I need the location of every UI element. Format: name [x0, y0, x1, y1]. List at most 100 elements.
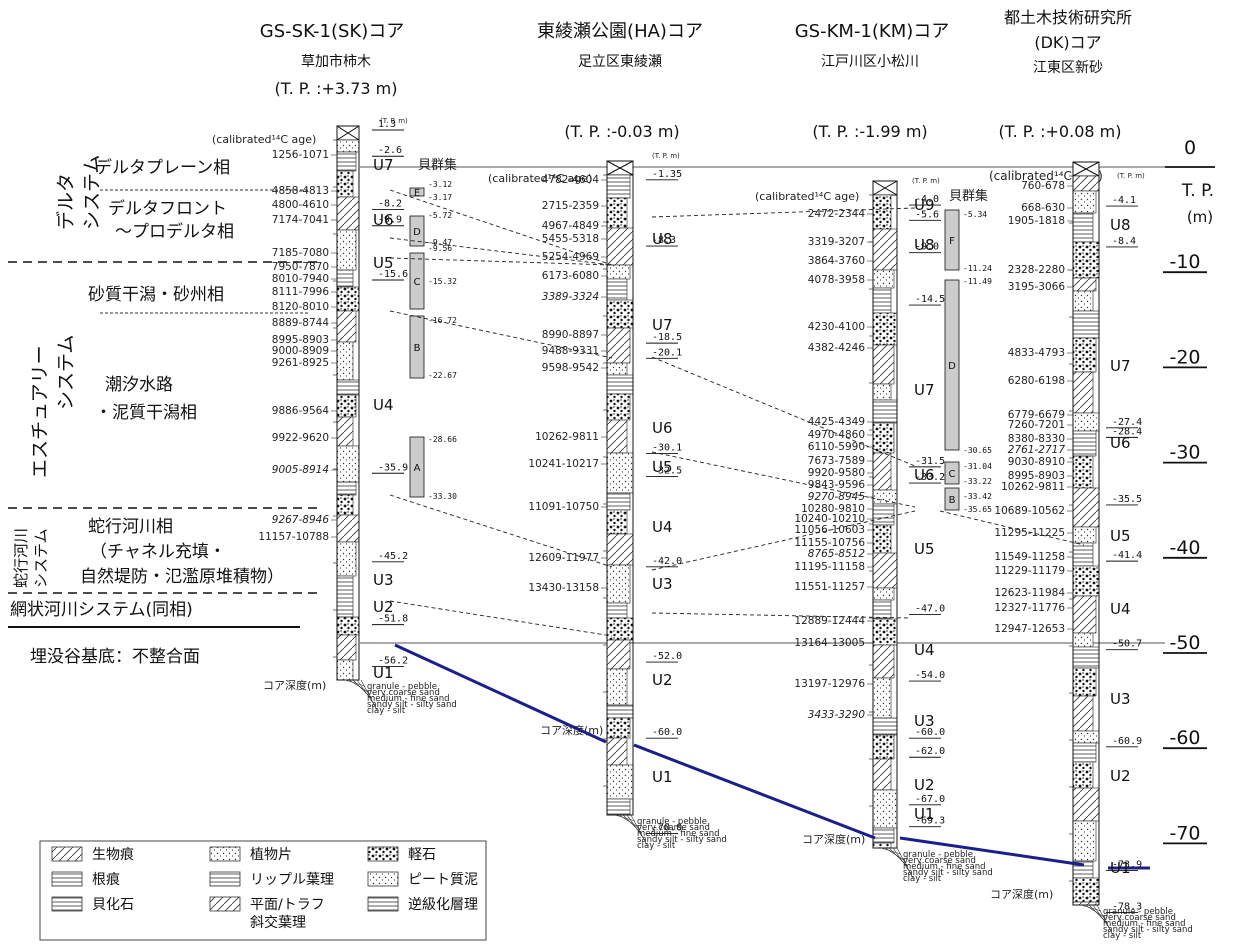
unit-label: U8 — [914, 236, 935, 254]
grain-scale-leader — [1084, 904, 1105, 918]
shell-fossil-icon — [51, 896, 83, 912]
age-label: 12889-12444 — [794, 615, 865, 627]
age-label: 668-630 — [1021, 202, 1065, 214]
core-layer — [1072, 175, 1100, 192]
core-layer — [606, 704, 634, 719]
core-layer — [336, 634, 357, 661]
core-layer — [606, 668, 628, 706]
age-label: 11551-11257 — [794, 581, 865, 593]
shell-band-value: -31.04 — [963, 462, 992, 471]
core-layer — [1072, 526, 1097, 544]
correlation-line — [651, 207, 916, 218]
system-estuary-2: システム — [55, 335, 77, 410]
facies-prodelta: ～プロデルタ相 — [115, 221, 234, 242]
core-layer — [606, 533, 634, 566]
core-outline — [1072, 161, 1100, 906]
age-headers: (calibrated¹⁴C age) (T. P. m) (calibrate… — [212, 117, 1145, 901]
shell-band-value: -30.65 — [963, 446, 992, 455]
boundary-value: -9.9 — [378, 215, 402, 226]
core-layer — [606, 264, 631, 280]
age-label: 7673-7589 — [808, 455, 865, 467]
unit-label: U5 — [914, 540, 935, 558]
inverse-grading-icon — [367, 896, 399, 912]
shell-band-label: B — [949, 495, 956, 506]
system-labels: デルタ システム エスチュアリー システム 蛇行河川 システム — [12, 155, 103, 588]
system-meander: 蛇行河川 — [12, 528, 30, 588]
age-label: 8889-8744 — [272, 317, 330, 329]
age-label: 6110-5990 — [808, 441, 865, 453]
tp-tick-label: -20 — [1169, 346, 1200, 368]
age-label: 9030-8910 — [1008, 456, 1065, 468]
core-layer — [1072, 212, 1094, 243]
age-label: 7185-7080 — [272, 247, 329, 259]
core-layer — [872, 827, 895, 844]
grain-scale-label: sandy silt - silty sand — [367, 700, 457, 710]
shell-band-label: C — [949, 469, 956, 480]
grain-scale-label: clay - silt — [367, 706, 406, 716]
core-km-title: GS-KM-1(KM)コア — [795, 21, 950, 42]
shell-band-value: -9.47 — [428, 238, 452, 247]
age-label: 8380-8330 — [1008, 433, 1065, 445]
age-label: 2761-2717 — [1008, 444, 1066, 456]
tp-tick-label: -30 — [1169, 442, 1200, 464]
shell-band-label: E — [414, 188, 420, 199]
core-layer — [872, 717, 898, 736]
age-label: 6779-6679 — [1008, 409, 1065, 421]
age-label: 9922-9620 — [272, 432, 329, 444]
unit-label: U2 — [1110, 767, 1131, 785]
boundary-value: -67.0 — [915, 794, 945, 805]
facies-levee: 自然堤防・氾濫原堆積物） — [80, 567, 284, 587]
grain-scale-leader — [888, 847, 908, 867]
core-km-tp: (T. P. :-1.99 m) — [812, 122, 927, 141]
grain-scale-label: clay - silt — [1103, 931, 1142, 941]
shell-band-label: D — [948, 361, 956, 372]
age-label: 4230-4100 — [808, 321, 865, 333]
boundary-value: -1.35 — [652, 169, 682, 180]
correlation-line — [939, 510, 1085, 546]
peaty-mud-icon — [367, 871, 399, 887]
boundary-value: -14.5 — [915, 294, 945, 305]
core-layer — [1072, 337, 1097, 373]
tp-tick-label: -60 — [1169, 727, 1200, 749]
core-layer — [872, 587, 895, 601]
core-layer — [606, 374, 634, 395]
shell-band-label: B — [414, 343, 421, 354]
legend: 生物痕植物片軽石根痕リップル葉理ピート質泥貝化石平面/トラフ斜交葉理逆級化層理 — [39, 840, 487, 941]
core-top-cross — [1072, 161, 1100, 177]
unit-label: U3 — [373, 571, 394, 589]
legend-label: ピート質泥 — [408, 872, 478, 888]
core-km-place: 江戸川区小松川 — [821, 54, 919, 70]
core-layer — [1072, 412, 1100, 432]
system-meander-2: システム — [32, 528, 50, 588]
core-layer — [1072, 595, 1097, 634]
core-layer — [606, 509, 628, 535]
age-label: 10262-9811 — [535, 431, 599, 443]
core-layer — [606, 299, 634, 329]
age-label: 5254-4969 — [542, 251, 599, 263]
core-layer — [606, 492, 631, 511]
boundary-value: -28.4 — [1112, 426, 1142, 437]
core-layer — [872, 789, 898, 829]
shell-band-label: D — [413, 227, 421, 238]
correlation-line — [651, 356, 916, 467]
age-label: 7260-7201 — [1008, 419, 1065, 431]
core-layer — [872, 618, 898, 646]
age-label: 8010-7940 — [272, 273, 329, 285]
core-layer — [872, 677, 892, 719]
core-layer — [1072, 877, 1100, 903]
core-layer — [336, 541, 357, 577]
age-label: 8995-8903 — [272, 334, 329, 346]
core-ha-tp: (T. P. :-0.03 m) — [564, 122, 679, 141]
unit-label: U7 — [373, 156, 394, 174]
ripple-lamination-icon — [209, 871, 241, 887]
age-label: 4078-3958 — [808, 274, 865, 286]
cross-lamination-icon — [209, 896, 241, 912]
km-tpm: (T. P. m) — [912, 177, 940, 185]
grain-scale-leader — [626, 814, 645, 840]
boundary-value: -31.5 — [915, 456, 945, 467]
legend-label: リップル葉理 — [250, 872, 334, 888]
burrow-icon — [51, 846, 83, 862]
unit-label: U2 — [373, 598, 394, 616]
age-label: 11549-11258 — [994, 551, 1065, 563]
shell-band-value: -15.32 — [428, 277, 457, 286]
